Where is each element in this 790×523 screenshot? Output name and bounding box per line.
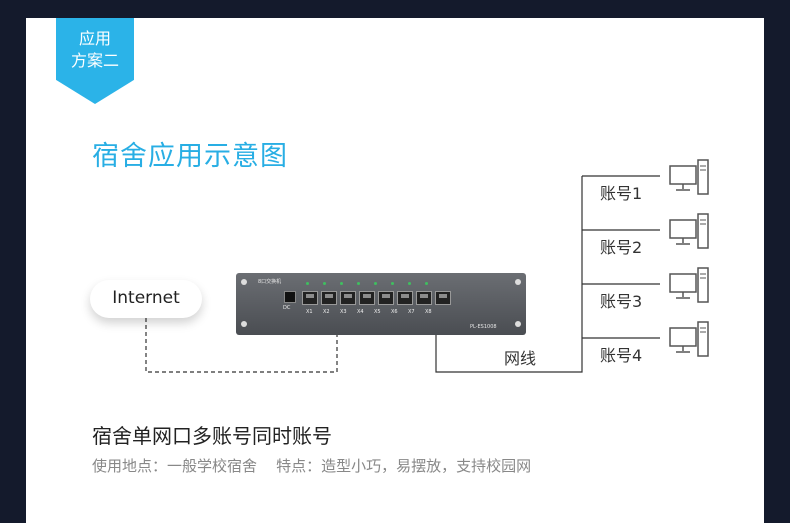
port-led xyxy=(391,282,394,285)
port-label: X4 xyxy=(357,309,364,315)
port-label: X7 xyxy=(408,309,415,315)
computer-icon xyxy=(669,159,709,195)
badge-line2: 方案二 xyxy=(70,51,119,70)
port-label: X5 xyxy=(374,309,381,315)
computer-icon xyxy=(669,321,709,357)
location-value: 一般学校宿舍 xyxy=(167,457,258,475)
port-led xyxy=(425,282,428,285)
ethernet-port xyxy=(378,291,394,305)
mount-hole-right-bottom xyxy=(515,321,521,327)
content-panel xyxy=(26,18,764,523)
scenario-caption: 宿舍单网口多账号同时账号 xyxy=(92,424,332,448)
port-label: X6 xyxy=(391,309,398,315)
ethernet-port xyxy=(340,291,356,305)
port-label: X8 xyxy=(425,309,432,315)
ethernet-port xyxy=(359,291,375,305)
usage-info: 使用地点：一般学校宿舍 特点：造型小巧，易摆放，支持校园网 xyxy=(92,455,531,476)
port-led xyxy=(374,282,377,285)
ethernet-port xyxy=(321,291,337,305)
ethernet-port xyxy=(416,291,432,305)
account-label-2: 账号2 xyxy=(600,238,643,257)
port-led xyxy=(323,282,326,285)
port-label: X2 xyxy=(323,309,330,315)
network-cable-line xyxy=(435,176,583,373)
diagram-title: 宿舍应用示意图 xyxy=(92,141,288,172)
port-led xyxy=(340,282,343,285)
port-label: X1 xyxy=(306,309,313,315)
internet-cloud: Internet xyxy=(90,280,202,318)
cable-label: 网线 xyxy=(504,349,537,368)
port-led xyxy=(357,282,360,285)
network-switch: 8口交换机 DC X1 X2 X3 X4 X5 X6 X7 X8 PL-ES10… xyxy=(236,273,526,335)
port-row xyxy=(302,291,451,305)
dc-power-jack xyxy=(284,291,296,303)
port-led xyxy=(408,282,411,285)
account-label-1: 账号1 xyxy=(600,184,643,203)
mount-hole-left-bottom xyxy=(241,321,247,327)
badge-line1: 应用 xyxy=(78,29,111,48)
internet-dashed-link xyxy=(145,318,338,373)
port-led xyxy=(306,282,309,285)
ethernet-port xyxy=(435,291,451,305)
account-label-4: 账号4 xyxy=(600,346,643,365)
computer-icon xyxy=(669,213,709,249)
ethernet-port xyxy=(397,291,413,305)
account-label-3: 账号3 xyxy=(600,292,643,311)
ethernet-port xyxy=(302,291,318,305)
feature-label: 特点： xyxy=(276,457,322,475)
mount-hole-left xyxy=(241,279,247,285)
internet-label: Internet xyxy=(112,288,180,308)
feature-value: 造型小巧，易摆放，支持校园网 xyxy=(321,457,532,475)
switch-model: PL-ES1008 xyxy=(470,324,497,330)
switch-brand: 8口交换机 xyxy=(258,279,282,285)
mount-hole-right xyxy=(515,279,521,285)
dc-label: DC xyxy=(283,305,291,311)
location-label: 使用地点： xyxy=(92,457,168,475)
computer-icon xyxy=(669,267,709,303)
port-label: X3 xyxy=(340,309,347,315)
